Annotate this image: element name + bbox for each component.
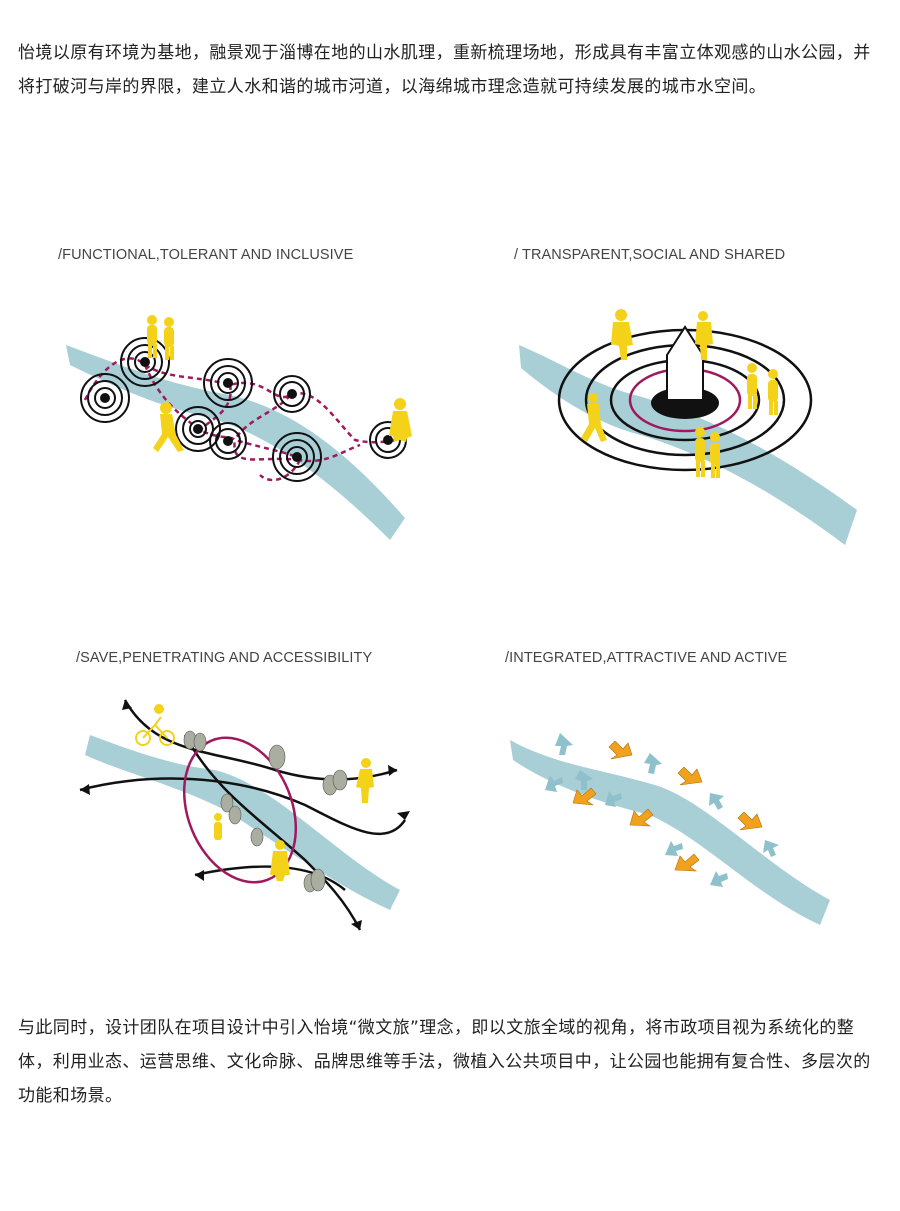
ripple-ring-icon xyxy=(80,337,407,482)
person-silhouette-icon xyxy=(147,315,412,452)
tower-icon xyxy=(666,325,704,401)
outward-arrow-icon xyxy=(545,733,779,887)
diagram-save xyxy=(75,695,415,945)
diagram-transparent xyxy=(515,300,865,550)
inward-arrow-icon xyxy=(572,740,763,872)
person-silhouette-icon xyxy=(214,758,374,881)
river-shape xyxy=(66,345,405,540)
cyclist-icon xyxy=(135,704,175,746)
outro-paragraph: 与此同时，设计团队在项目设计中引入怡境“微文旅”理念，即以文旅全域的视角，将市政… xyxy=(18,1018,871,1106)
river-shape xyxy=(510,740,830,925)
diagram-caption-save: /SAVE,PENETRATING AND ACCESSIBILITY xyxy=(76,650,373,666)
diagram-functional xyxy=(60,290,440,570)
diagram-caption-transparent: / TRANSPARENT,SOCIAL AND SHARED xyxy=(514,247,786,263)
arrow-icon xyxy=(80,700,410,930)
focus-ellipse xyxy=(182,736,298,884)
intro-paragraph: 怡境以原有环境为基地，融景观于淄博在地的山水肌理，重新梳理场地，形成具有丰富立体… xyxy=(18,43,871,97)
diagram-caption-integrated: /INTEGRATED,ATTRACTIVE AND ACTIVE xyxy=(505,650,788,666)
person-silhouette-icon xyxy=(581,309,778,478)
river-shape xyxy=(519,345,857,545)
tree-icon xyxy=(183,730,348,893)
diagram-integrated xyxy=(505,715,835,935)
diagram-caption-functional: /FUNCTIONAL,TOLERANT AND INCLUSIVE xyxy=(58,247,354,263)
dashed-connection-path xyxy=(83,357,396,482)
